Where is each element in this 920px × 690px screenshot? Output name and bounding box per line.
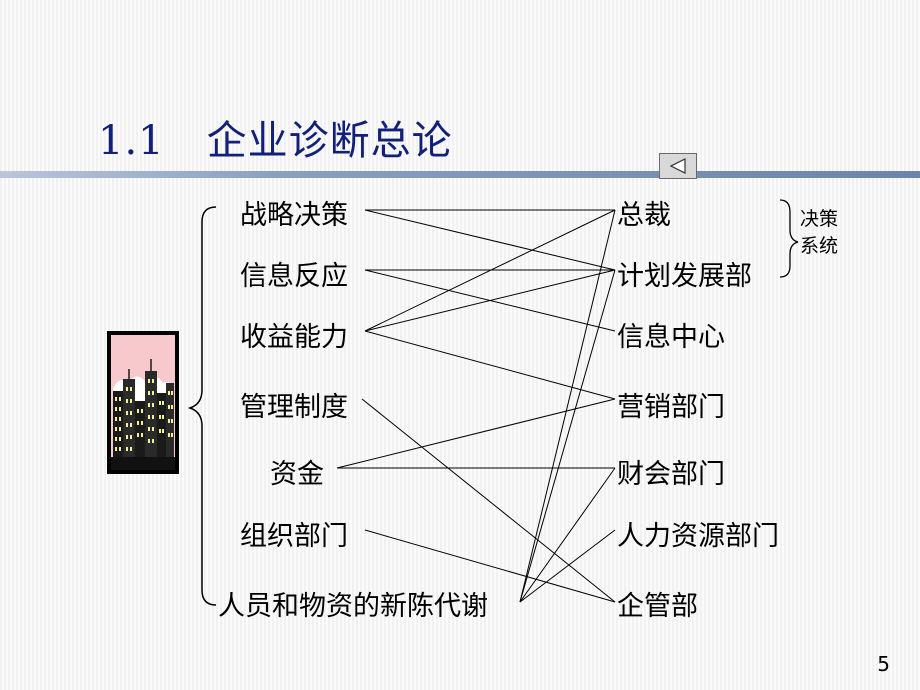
connection-line xyxy=(364,269,616,332)
back-nav-button[interactable] xyxy=(659,153,697,179)
connection-line xyxy=(519,209,616,603)
left-item-profitability: 收益能力 xyxy=(240,322,348,353)
city-buildings-icon xyxy=(107,331,179,474)
connection-line xyxy=(364,209,616,271)
right-item-president: 总裁 xyxy=(617,200,671,231)
page-number: 5 xyxy=(877,652,890,676)
section-title: 企业诊断总论 xyxy=(206,118,453,164)
left-item-organization: 组织部门 xyxy=(240,521,348,552)
connection-line xyxy=(336,398,616,469)
right-item-finance-dept: 财会部门 xyxy=(617,459,725,490)
left-brace xyxy=(187,206,217,606)
right-item-planning-dept: 计划发展部 xyxy=(617,261,752,292)
connection-line xyxy=(361,398,616,603)
connection-line xyxy=(519,269,616,603)
left-item-funds: 资金 xyxy=(270,459,324,490)
section-number: 1.1 xyxy=(98,118,165,164)
connection-line xyxy=(364,209,616,332)
bracket-note-line2: 系统 xyxy=(800,235,839,257)
left-item-management-system: 管理制度 xyxy=(240,392,348,423)
right-item-hr-dept: 人力资源部门 xyxy=(617,521,779,552)
right-bracket xyxy=(779,199,799,278)
connection-line xyxy=(364,529,616,603)
title-divider xyxy=(0,171,920,178)
bracket-note-line1: 决策 xyxy=(800,208,839,230)
right-item-enterprise-mgmt: 企管部 xyxy=(617,591,698,622)
left-item-info-response: 信息反应 xyxy=(240,261,348,292)
right-item-marketing-dept: 营销部门 xyxy=(617,392,725,423)
connection-line xyxy=(364,330,616,400)
right-item-info-center: 信息中心 xyxy=(617,322,725,353)
left-item-strategy: 战略决策 xyxy=(240,200,348,231)
connection-line xyxy=(519,467,616,603)
left-item-metabolism: 人员和物资的新陈代谢 xyxy=(218,591,488,622)
connection-line xyxy=(519,529,616,603)
triangle-left-icon xyxy=(669,158,686,174)
slide-title: 1.1 企业诊断总论 xyxy=(98,108,453,166)
